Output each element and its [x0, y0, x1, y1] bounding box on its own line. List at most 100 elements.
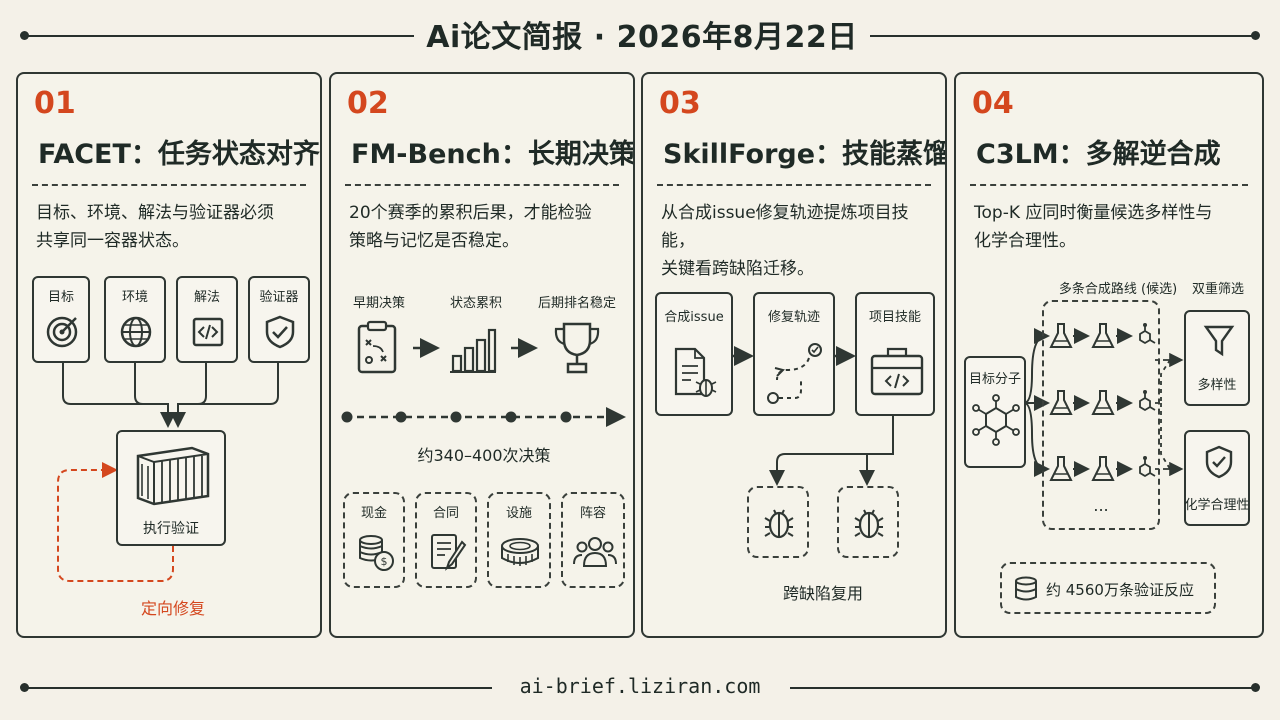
desc-line: 从合成issue修复轨迹提炼项目技能， — [661, 203, 909, 251]
input-label: 验证器 — [259, 290, 299, 305]
input-environment: 环境 — [104, 276, 166, 363]
title-rule-right — [870, 35, 1256, 37]
desc-line: 化学合理性。 — [974, 231, 1076, 251]
reuse-defect-2 — [837, 486, 899, 558]
molecule-icon — [972, 394, 1020, 446]
resource-cash: 现金 $ — [343, 492, 405, 588]
step-label: 修复轨迹 — [767, 310, 820, 325]
stage-label: 后期排名稳定 — [537, 296, 616, 311]
filter-label: 双重筛选 — [1191, 282, 1244, 297]
intermediate-molecule-icon — [1139, 323, 1156, 345]
footer-rule-dot-left — [20, 683, 29, 692]
footer-rule-right — [790, 687, 1256, 689]
reactions-count-label: 约 4560万条验证反应 — [1046, 581, 1194, 599]
card-divider — [32, 184, 306, 186]
shield-check-icon — [265, 315, 295, 349]
input-label: 环境 — [121, 290, 148, 305]
contract-pen-icon — [431, 534, 467, 571]
card-title: SkillForge：技能蒸馏 — [663, 139, 947, 170]
title-rule-dot-right — [1251, 31, 1260, 40]
desc-line: 20个赛季的累积后果，才能检验 — [349, 203, 592, 223]
card-title: C3LM：多解逆合成 — [976, 139, 1221, 170]
flask-icon — [1091, 390, 1115, 415]
card-facet: 01 FACET：任务状态对齐 目标、环境、解法与验证器必须 共享同一容器状态。… — [16, 72, 322, 638]
verified-reactions-box: 约 4560万条验证反应 — [1000, 562, 1216, 614]
input-solution: 解法 — [176, 276, 238, 363]
card-number: 02 — [347, 86, 389, 121]
footer-rule-left — [22, 687, 492, 689]
desc-line: 目标、环境、解法与验证器必须 — [36, 203, 274, 223]
shield-check-icon — [1205, 445, 1233, 479]
decisions-count-label: 约340–400次决策 — [417, 446, 551, 465]
target-icon — [46, 316, 78, 348]
title-rule-left — [22, 35, 414, 37]
shipping-container-icon — [136, 446, 210, 506]
card-title: FM-Bench：长期决策 — [351, 139, 635, 170]
footer-url[interactable]: ai-brief.liziran.com — [519, 674, 761, 698]
cross-defect-reuse-label: 跨缺陷复用 — [782, 584, 863, 603]
intermediate-molecule-icon — [1139, 390, 1156, 412]
card-divider — [657, 184, 931, 186]
stadium-icon — [501, 538, 539, 566]
reuse-defect-1 — [747, 486, 809, 558]
container-label: 执行验证 — [143, 521, 199, 537]
card-description: 20个赛季的累积后果，才能检验 策略与记忆是否稳定。 — [349, 199, 619, 255]
step-repair-trajectory: 修复轨迹 — [753, 292, 835, 416]
desc-line: Top-K 应同时衡量候选多样性与 — [974, 203, 1213, 223]
step-project-skill: 项目技能 — [855, 292, 935, 416]
resource-label: 合同 — [432, 506, 459, 521]
intermediate-molecule-icon — [1139, 456, 1156, 478]
card-number: 03 — [659, 86, 701, 121]
resource-facilities: 设施 — [487, 492, 551, 588]
resource-label: 阵容 — [579, 506, 606, 521]
clipboard-strategy-icon — [357, 320, 397, 374]
input-label: 目标 — [47, 290, 74, 305]
footer-rule-dot-right — [1251, 683, 1260, 692]
step-label: 项目技能 — [868, 310, 921, 325]
globe-icon — [120, 316, 152, 348]
svg-text:$: $ — [381, 555, 388, 568]
bar-chart-icon — [450, 328, 497, 373]
filter-label: 多样性 — [1197, 378, 1237, 393]
flask-icon — [1049, 390, 1073, 415]
step-label: 合成issue — [664, 310, 724, 325]
desc-line: 共享同一容器状态。 — [36, 231, 189, 251]
step-synthetic-issue: 合成issue — [655, 292, 733, 416]
coins-icon: $ — [359, 535, 394, 571]
input-verifier: 验证器 — [248, 276, 310, 363]
stage-label: 早期决策 — [352, 296, 405, 311]
bug-icon — [854, 509, 884, 539]
card-number: 04 — [972, 86, 1014, 121]
card-description: 目标、环境、解法与验证器必须 共享同一容器状态。 — [36, 199, 306, 255]
document-bug-icon — [674, 347, 717, 397]
filter-diversity: 多样性 — [1184, 310, 1250, 406]
desc-line: 关键看跨缺陷迁移。 — [661, 259, 814, 279]
stage-label: 状态累积 — [449, 296, 502, 311]
card-description: 从合成issue修复轨迹提炼项目技能， 关键看跨缺陷迁移。 — [661, 199, 931, 283]
candidate-routes-box: ... — [1042, 300, 1160, 530]
input-label: 解法 — [193, 290, 220, 305]
routes-label: 多条合成路线 (候选) — [1058, 282, 1178, 297]
funnel-icon — [1203, 325, 1235, 357]
desc-line: 策略与记忆是否稳定。 — [349, 231, 519, 251]
flask-icon — [1091, 456, 1115, 481]
card-title: FACET：任务状态对齐 — [38, 139, 320, 170]
toolbox-code-icon — [870, 347, 924, 396]
card-c3lm: 04 C3LM：多解逆合成 Top-K 应同时衡量候选多样性与 化学合理性。 多… — [954, 72, 1264, 638]
flask-icon — [1091, 323, 1115, 348]
filter-label: 化学合理性 — [1184, 498, 1250, 513]
resource-contract: 合同 — [415, 492, 477, 588]
resource-label: 设施 — [505, 506, 532, 521]
flask-icon — [1049, 456, 1073, 481]
more-routes-ellipsis: ... — [1093, 496, 1109, 515]
title-rule-dot-left — [20, 31, 29, 40]
filter-chemical-validity: 化学合理性 — [1184, 430, 1250, 526]
trajectory-path-icon — [767, 343, 822, 404]
flask-icon — [1049, 323, 1073, 348]
code-icon — [192, 317, 224, 347]
container-box: 执行验证 — [116, 430, 226, 546]
repair-loop-label: 定向修复 — [140, 599, 205, 618]
resource-roster: 阵容 — [561, 492, 625, 588]
team-people-icon — [573, 537, 617, 567]
page-title: Ai论文简报 · 2026年8月22日 — [426, 20, 858, 55]
